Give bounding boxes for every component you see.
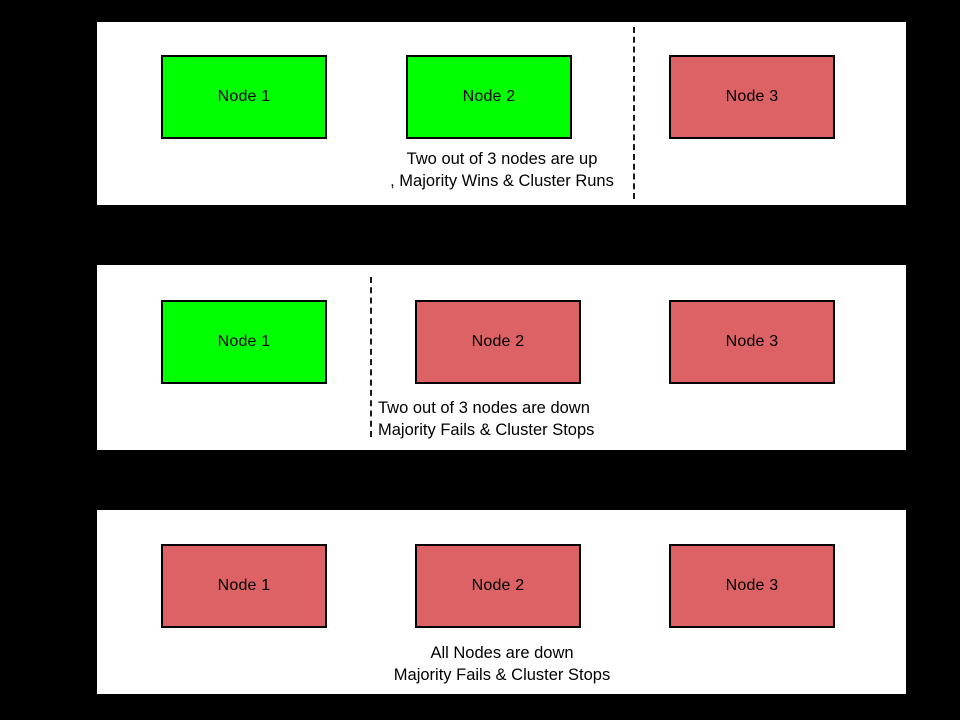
panel-caption: Two out of 3 nodes are down Majority Fai… — [378, 397, 798, 441]
node-box-node-1[interactable]: Node 1 — [161, 55, 327, 139]
node-box-node-1[interactable]: Node 1 — [161, 544, 327, 628]
caption-line-1: All Nodes are down — [430, 644, 574, 662]
node-label: Node 1 — [217, 333, 271, 350]
partition-divider — [633, 27, 635, 199]
node-box-node-3[interactable]: Node 3 — [669, 55, 835, 139]
node-label: Node 2 — [471, 333, 525, 350]
caption-line-2: Majority Fails & Cluster Stops — [378, 421, 595, 439]
panel-caption: Two out of 3 nodes are up , Majority Win… — [302, 148, 702, 192]
node-box-node-1[interactable]: Node 1 — [161, 300, 327, 384]
node-label: Node 3 — [725, 333, 779, 350]
node-label: Node 2 — [471, 577, 525, 594]
node-box-node-3[interactable]: Node 3 — [669, 544, 835, 628]
scenario-panel-all-nodes-down: Node 1 Node 2 Node 3 All Nodes are down … — [97, 510, 906, 694]
node-box-node-2[interactable]: Node 2 — [415, 544, 581, 628]
node-box-node-3[interactable]: Node 3 — [669, 300, 835, 384]
node-label: Node 1 — [217, 577, 271, 594]
node-label: Node 3 — [725, 577, 779, 594]
panel-caption: All Nodes are down Majority Fails & Clus… — [302, 642, 702, 686]
caption-line-2: , Majority Wins & Cluster Runs — [390, 172, 614, 190]
node-label: Node 3 — [725, 88, 779, 105]
scenario-panel-two-nodes-down: Node 1 Node 2 Node 3 Two out of 3 nodes … — [97, 265, 906, 450]
caption-line-2: Majority Fails & Cluster Stops — [393, 666, 611, 684]
caption-line-1: Two out of 3 nodes are down — [378, 399, 590, 417]
node-box-node-2[interactable]: Node 2 — [406, 55, 572, 139]
node-label: Node 2 — [462, 88, 516, 105]
partition-divider — [370, 277, 372, 437]
node-box-node-2[interactable]: Node 2 — [415, 300, 581, 384]
node-label: Node 1 — [217, 88, 271, 105]
scenario-panel-majority-wins: Node 1 Node 2 Node 3 Two out of 3 nodes … — [97, 22, 906, 205]
caption-line-1: Two out of 3 nodes are up — [406, 150, 598, 168]
